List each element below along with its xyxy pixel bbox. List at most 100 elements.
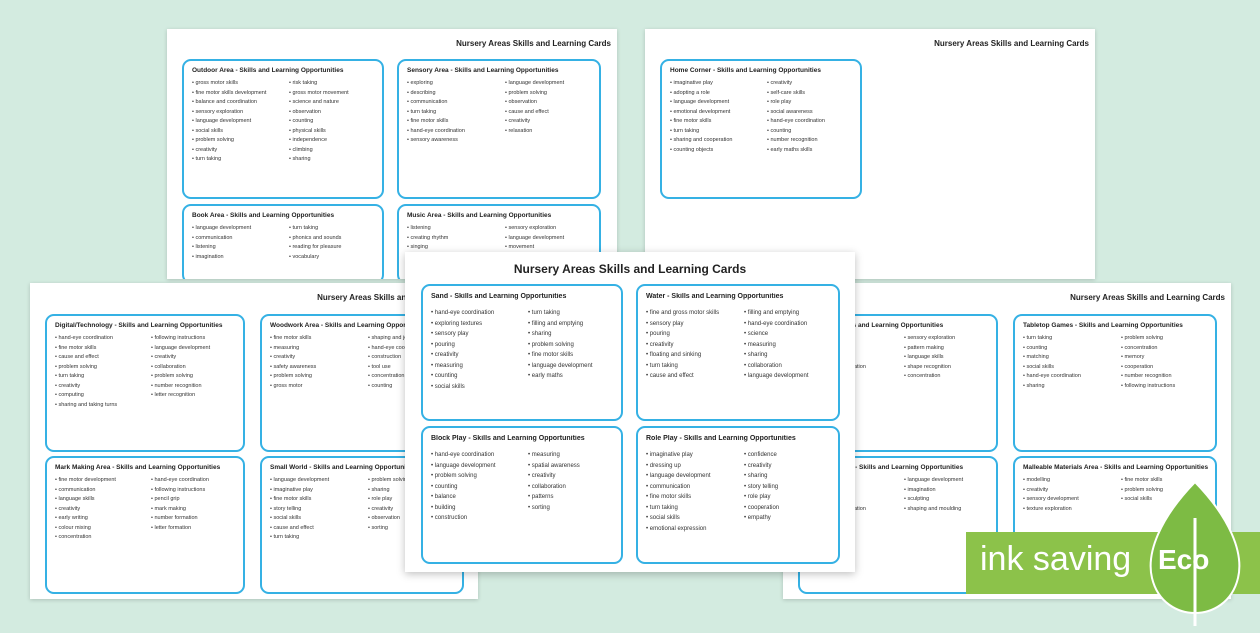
skill-item: number recognition — [151, 382, 237, 392]
skill-item: fine motor skills — [55, 344, 141, 354]
eco-leaf-icon — [1140, 478, 1250, 628]
skill-item: language skills — [904, 353, 990, 363]
skill-item: confidence — [744, 450, 832, 461]
card-title: Digital/Technology - Skills and Learning… — [55, 322, 223, 329]
skill-item: fine motor skills — [270, 334, 358, 344]
skill-item: turn taking — [646, 503, 734, 514]
card-items: imaginative playdressing uplanguage deve… — [646, 450, 832, 558]
skill-item: creativity — [151, 353, 237, 363]
card-items: language developmentimaginative playfine… — [270, 476, 456, 588]
skill-item: creativity — [1023, 486, 1111, 496]
skill-item: adopting a role — [670, 89, 757, 99]
skill-item: movement — [505, 243, 593, 253]
card-items: modellingcreativitysensory developmentte… — [1023, 476, 1209, 588]
skill-item: reading for pleasure — [289, 243, 376, 253]
skill-item: building — [431, 503, 518, 514]
skill-item: language development — [505, 79, 593, 89]
skill-item: pattern making — [904, 344, 990, 354]
card-title: Music Area - Skills and Learning Opportu… — [407, 212, 552, 219]
skill-item: measuring — [431, 361, 518, 372]
eco-banner-text: ink saving — [980, 540, 1132, 578]
skill-item: observation — [289, 108, 376, 118]
skill-item: hand-eye coordination — [55, 334, 141, 344]
skill-item: measuring — [270, 344, 358, 354]
skill-item: cooperation — [1121, 363, 1209, 373]
skill-item: concentration — [368, 372, 456, 382]
skill-item: emotional development — [670, 108, 757, 118]
skill-item: letter formation — [151, 524, 237, 534]
skill-item: following instructions — [1121, 382, 1209, 392]
skill-item: science — [744, 329, 832, 340]
skill-item: letter recognition — [151, 391, 237, 401]
skill-item: collaboration — [744, 361, 832, 372]
card-items: hand-eye coordinationlanguage developmen… — [431, 450, 615, 558]
skill-item: filling and emptying — [744, 308, 832, 319]
skill-item: following instructions — [151, 334, 237, 344]
skill-item: memory — [1121, 353, 1209, 363]
skill-item: number formation — [151, 514, 237, 524]
worksheet-page-top-right: Nursery Areas Skills and Learning Cards … — [645, 29, 1095, 279]
skill-item: language development — [151, 344, 237, 354]
skill-item: turn taking — [670, 127, 757, 137]
page-title: Nursery Areas Skills and Learning Cards — [456, 39, 611, 48]
skill-item: language development — [192, 117, 279, 127]
skill-item: emotional expression — [646, 524, 734, 535]
skill-item: turn taking — [646, 361, 734, 372]
skill-item: construction — [368, 353, 456, 363]
skill-item: creativity — [505, 117, 593, 127]
skill-item: independence — [289, 136, 376, 146]
skill-item: turn taking — [289, 224, 376, 234]
skill-item: concentration — [904, 372, 990, 382]
skill-item: self-care skills — [767, 89, 854, 99]
skill-item: measuring — [528, 450, 615, 461]
skill-item: exploring textures — [431, 319, 518, 330]
skill-item: counting — [1023, 344, 1111, 354]
skills-card: Digital/Technology - Skills and Learning… — [45, 314, 245, 452]
card-title: Book Area - Skills and Learning Opportun… — [192, 212, 335, 219]
skill-item: communication — [646, 482, 734, 493]
skill-item: language development — [670, 98, 757, 108]
page-title: Nursery Areas Skills and Learning Cards — [317, 293, 472, 302]
card-title: Block Play - Skills and Learning Opportu… — [431, 435, 585, 442]
skill-item: sharing — [289, 155, 376, 165]
skills-card: Water - Skills and Learning Opportunitie… — [636, 284, 840, 421]
page-title: Nursery Areas Skills and Learning Cards — [934, 39, 1089, 48]
skill-item: role play — [744, 492, 832, 503]
skills-card: Outdoor Area - Skills and Learning Oppor… — [182, 59, 384, 199]
skill-item: phonics and sounds — [289, 234, 376, 244]
skill-item: sorting — [368, 524, 456, 534]
skill-item: hand-eye coordination — [431, 308, 518, 319]
card-items: imaginative playadopting a rolelanguage … — [670, 79, 854, 193]
skill-item: cause and effect — [270, 524, 358, 534]
skill-item: cooperation — [744, 503, 832, 514]
skill-item: imaginative play — [270, 486, 358, 496]
skill-item: language development — [270, 476, 358, 486]
skill-item: social skills — [431, 382, 518, 393]
skill-item: social skills — [1121, 495, 1209, 505]
skill-item: pouring — [431, 340, 518, 351]
skill-item: communication — [55, 486, 141, 496]
skill-item: creativity — [646, 340, 734, 351]
skill-item: role play — [368, 495, 456, 505]
skill-item: problem solving — [528, 340, 615, 351]
card-title: Outdoor Area - Skills and Learning Oppor… — [192, 67, 344, 74]
skill-item: counting — [289, 117, 376, 127]
skill-item: problem solving — [151, 372, 237, 382]
skill-item: early maths skills — [767, 146, 854, 156]
skill-item: balance and coordination — [192, 98, 279, 108]
skill-item: filling and emptying — [528, 319, 615, 330]
card-items: fine and gross motor skillssensory playp… — [646, 308, 832, 415]
skill-item: language development — [528, 361, 615, 372]
skill-item: problem solving — [55, 363, 141, 373]
skill-item: turn taking — [55, 372, 141, 382]
skill-item: concentration — [1121, 344, 1209, 354]
skill-item: creativity — [192, 146, 279, 156]
skill-item: sharing — [368, 486, 456, 496]
skill-item: social skills — [192, 127, 279, 137]
skill-item: problem solving — [505, 89, 593, 99]
skill-item: cause and effect — [55, 353, 141, 363]
skills-card: Sensory Area - Skills and Learning Oppor… — [397, 59, 601, 199]
card-title: Sand - Skills and Learning Opportunities — [431, 293, 567, 300]
skills-card: Sand - Skills and Learning Opportunities… — [421, 284, 623, 421]
skill-item: story telling — [270, 505, 358, 515]
